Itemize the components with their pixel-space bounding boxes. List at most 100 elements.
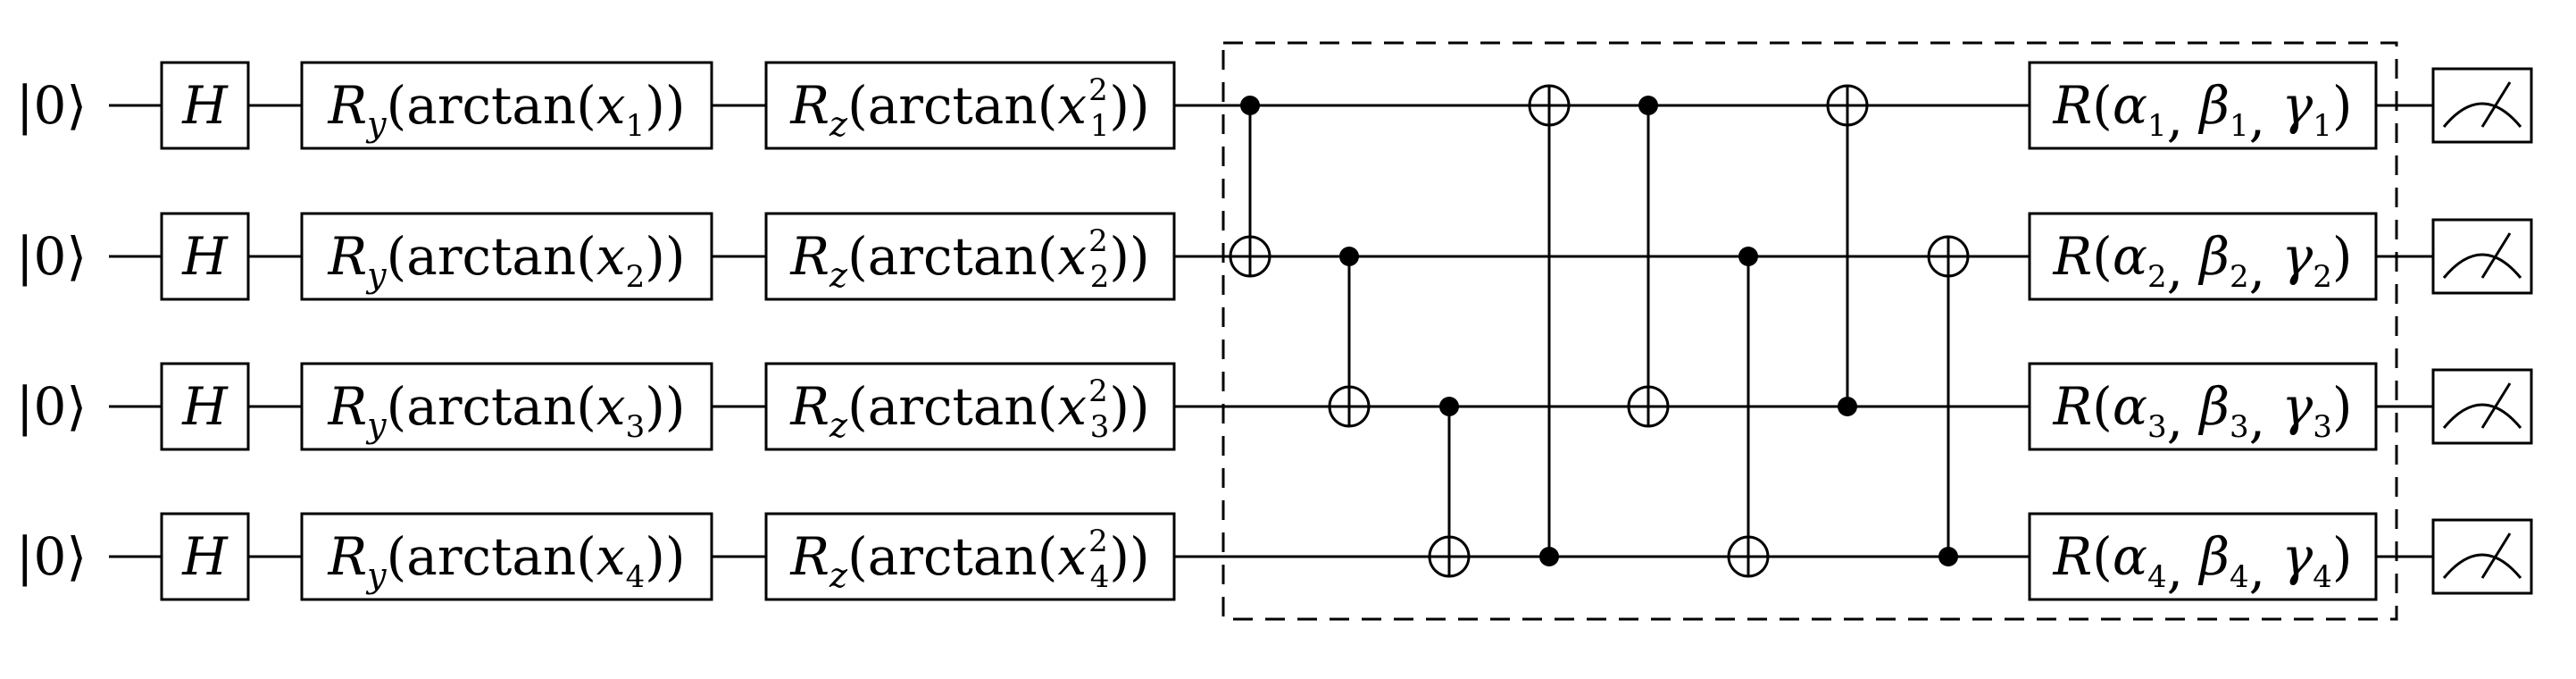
rotation-gate-label: R(α3, β3, γ3) <box>2053 376 2353 449</box>
gates: HHHHRy(arctan(x1))Ry(arctan(x2))Ry(arcta… <box>160 61 2533 601</box>
rotation-parameter: γ <box>2282 75 2313 136</box>
meter-arc <box>2442 553 2522 579</box>
argument-power: 2 <box>1088 72 1108 108</box>
rotation-gate-label: R(α1, β1, γ1) <box>2053 75 2353 148</box>
meter-needle <box>2480 232 2512 279</box>
cnot-control-dot <box>1738 247 1758 266</box>
gate-symbol: R <box>327 376 367 437</box>
gate-close: )) <box>1109 526 1149 587</box>
ry-gate-label: Ry(arctan(x4)) <box>327 526 685 595</box>
hadamard-label: H <box>181 376 229 437</box>
rotation-parameter: γ <box>2282 526 2313 587</box>
gate-function: (arctan( <box>387 75 596 136</box>
argument-variable: x <box>1057 376 1087 437</box>
gate-subscript: z <box>829 406 848 445</box>
argument-index: 1 <box>626 108 646 144</box>
comma: , <box>2249 389 2282 449</box>
cnot-control-dot <box>1938 547 1958 566</box>
gate-function: (arctan( <box>847 75 1057 136</box>
gate-function: (arctan( <box>387 376 596 437</box>
rotation-symbol: R <box>2053 526 2093 587</box>
cnot-control-dot <box>1240 96 1260 115</box>
rotation-gate <box>2028 61 2378 150</box>
meter-frame <box>2431 218 2533 295</box>
argument-index: 3 <box>1090 409 1110 445</box>
rotation-parameter: α <box>2113 526 2147 587</box>
meter-needle <box>2480 382 2512 429</box>
hadamard-gate <box>160 362 250 451</box>
parameter-index: 2 <box>2147 259 2167 295</box>
qubit-wires <box>109 104 2529 558</box>
rotation-parameter: β <box>2198 75 2230 136</box>
parameter-index: 4 <box>2147 559 2167 595</box>
entangler-dashed-box <box>1221 41 2398 621</box>
comma: , <box>2249 539 2282 599</box>
rz-encoding-gate <box>764 212 1176 301</box>
gate-subscript: y <box>365 406 387 445</box>
paren: ) <box>2332 376 2353 437</box>
rz-encoding-gate <box>764 61 1176 150</box>
argument-variable: x <box>596 376 626 437</box>
ry-gate-label: Ry(arctan(x1)) <box>327 75 685 144</box>
input-state-label: |0⟩ <box>16 75 87 136</box>
ry-encoding-gate <box>300 212 713 301</box>
cnot-control-dot <box>1638 96 1658 115</box>
hadamard-label: H <box>181 75 229 136</box>
comma: , <box>2167 239 2200 299</box>
comma: , <box>2249 239 2282 299</box>
gate-function: (arctan( <box>847 376 1057 437</box>
gate-symbol: R <box>327 526 367 587</box>
paren: ) <box>2332 526 2353 587</box>
gate-subscript: y <box>365 256 387 295</box>
gate-function: (arctan( <box>847 526 1057 587</box>
meter-frame <box>2431 67 2533 144</box>
rotation-gate-label: R(α2, β2, γ2) <box>2053 226 2353 299</box>
measurement-meter-icon <box>2431 67 2533 144</box>
gate-function: (arctan( <box>847 226 1057 287</box>
paren: ( <box>2092 226 2113 287</box>
meter-frame <box>2431 518 2533 595</box>
gate-subscript: y <box>365 556 387 595</box>
gate-close: )) <box>1109 75 1149 136</box>
gate-function: (arctan( <box>387 226 596 287</box>
gate-symbol: R <box>327 226 367 287</box>
argument-variable: x <box>1057 226 1087 287</box>
meter-needle <box>2480 81 2512 128</box>
gate-symbol: R <box>789 226 829 287</box>
hadamard-label: H <box>181 526 229 587</box>
measurement-meter-icon <box>2431 218 2533 295</box>
parameter-index: 1 <box>2147 108 2167 144</box>
gate-function: (arctan( <box>387 526 596 587</box>
ry-encoding-gate <box>300 362 713 451</box>
paren: ) <box>2332 75 2353 136</box>
gate-close: )) <box>645 376 685 437</box>
paren: ( <box>2092 75 2113 136</box>
argument-variable: x <box>596 526 626 587</box>
input-state-label: |0⟩ <box>16 526 87 587</box>
gate-subscript: z <box>829 256 848 295</box>
meter-arc <box>2442 102 2522 128</box>
argument-power: 2 <box>1088 373 1108 409</box>
rotation-parameter: γ <box>2282 226 2313 287</box>
input-state-labels: |0⟩|0⟩|0⟩|0⟩ <box>16 75 87 587</box>
entangler-block <box>1221 41 2398 621</box>
ry-gate-label: Ry(arctan(x3)) <box>327 376 685 445</box>
gate-subscript: z <box>829 556 848 595</box>
meter-frame <box>2431 368 2533 445</box>
rotation-parameter: β <box>2198 526 2230 587</box>
argument-power: 2 <box>1088 524 1108 559</box>
parameter-index: 2 <box>2313 259 2332 295</box>
argument-power: 2 <box>1088 223 1108 259</box>
hadamard-label: H <box>181 226 229 287</box>
argument-variable: x <box>1057 526 1087 587</box>
parameter-index: 1 <box>2313 108 2332 144</box>
gate-subscript: z <box>829 105 848 144</box>
argument-variable: x <box>1057 75 1087 136</box>
gate-close: )) <box>1109 376 1149 437</box>
rotation-parameter: α <box>2113 376 2147 437</box>
hadamard-gate <box>160 61 250 150</box>
gate-close: )) <box>1109 226 1149 287</box>
rotation-gate-label: R(α4, β4, γ4) <box>2053 526 2353 599</box>
